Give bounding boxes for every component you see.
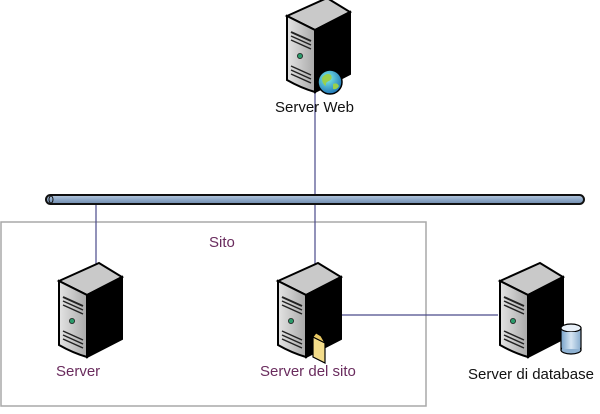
server-icon [58,262,123,358]
server-label: Server [56,363,101,380]
web-server-label: Server Web [275,99,354,116]
site-server-label: Server del sito [260,363,356,380]
web-server-node[interactable] [286,0,351,95]
site-boundary [0,221,427,407]
network-bus [45,194,585,205]
connectors [95,85,498,316]
db-server-node[interactable] [499,262,582,358]
server-icon [277,262,342,358]
site-box-label: Sito [209,234,235,251]
site-server-node[interactable] [277,262,342,364]
db-server-label: Server di database [468,366,594,383]
folder-icon [312,332,327,364]
database-icon [560,323,582,355]
server-icon [499,262,564,358]
server-node[interactable] [58,262,123,358]
globe-icon [317,69,343,95]
